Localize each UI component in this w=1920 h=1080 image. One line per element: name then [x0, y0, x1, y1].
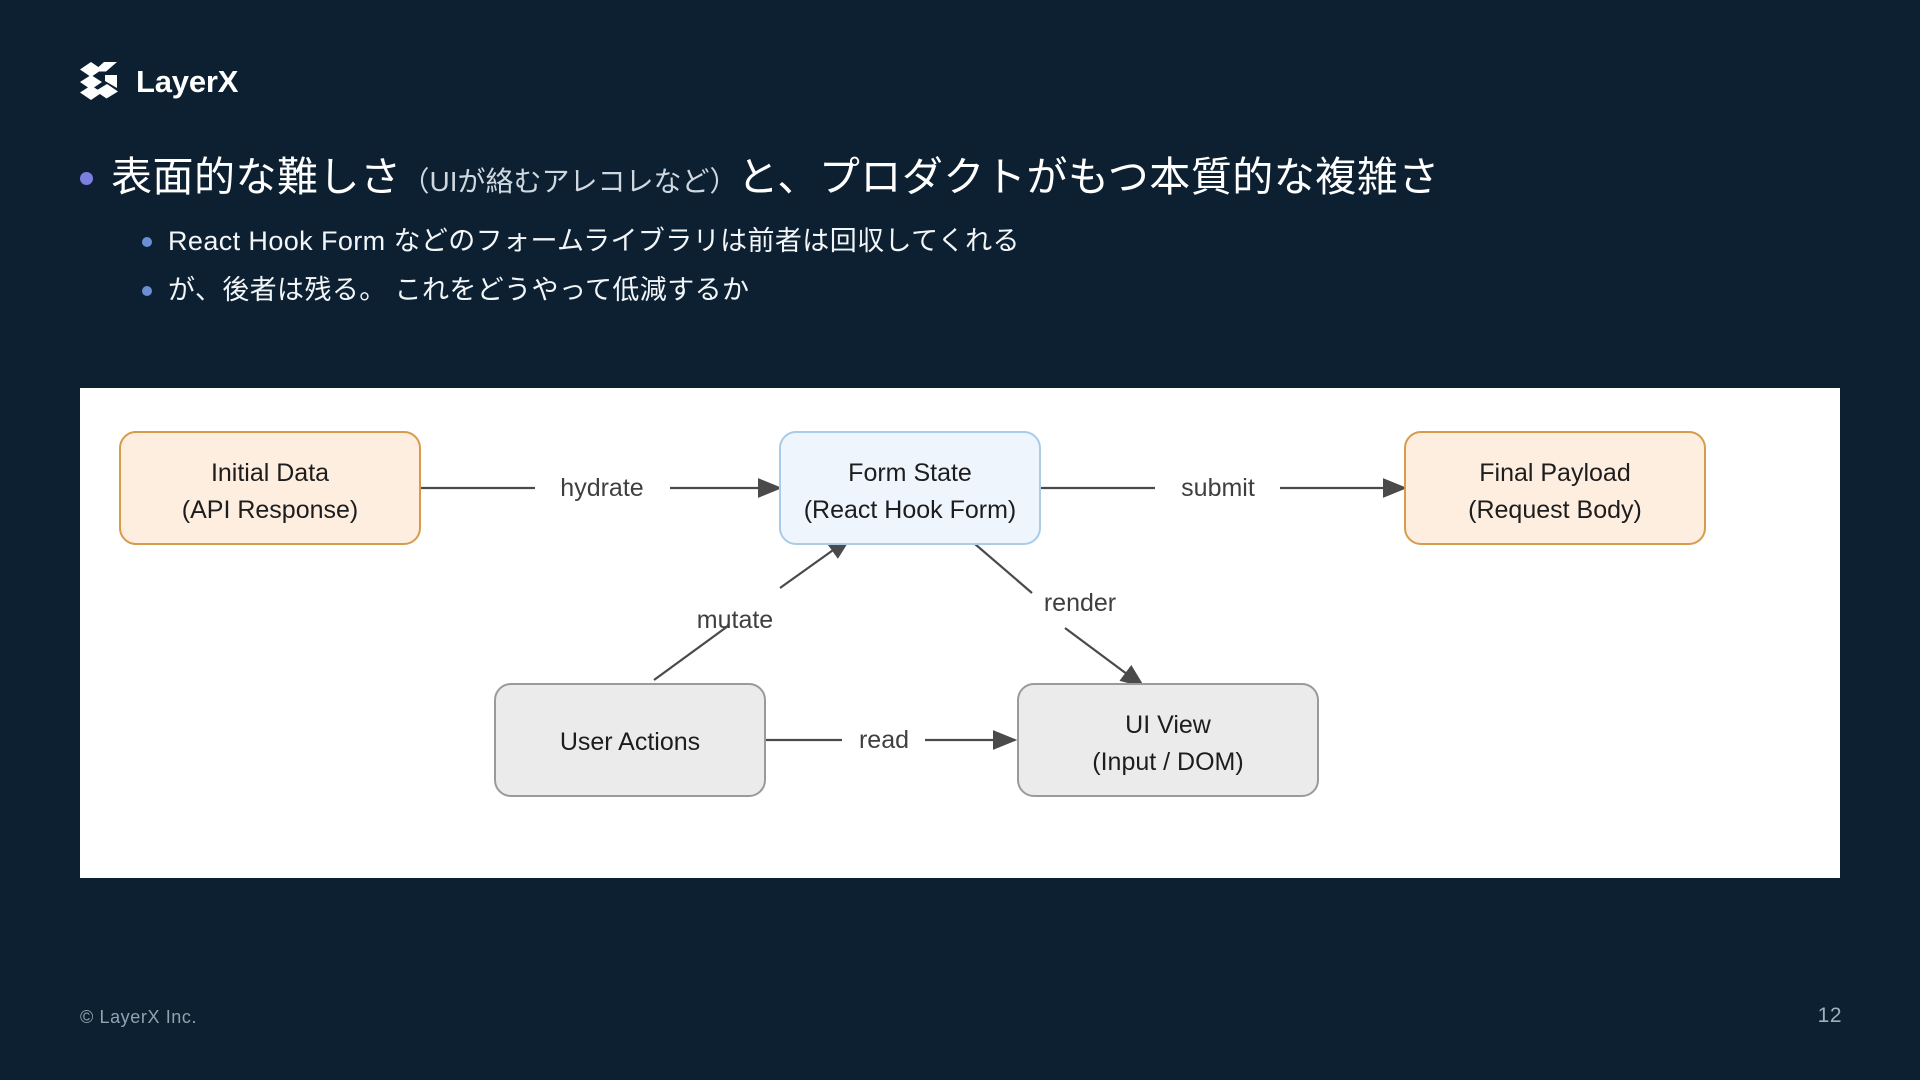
node-final-payload-line1: Final Payload [1479, 459, 1630, 487]
heading-parenthetical: （UIが絡むアレコレなど） [401, 166, 738, 197]
bullet-level1: 表面的な難しさ（UIが絡むアレコレなど）と、プロダクトがもつ本質的な複雑さ [80, 150, 1840, 205]
edge-label-read: read [859, 726, 909, 754]
edge-label-mutate: mutate [697, 606, 773, 634]
bullet-dot-icon [142, 285, 152, 296]
node-initial-data-line1: Initial Data [211, 459, 329, 487]
sub-bullet-text: React Hook Form などのフォームライブラリは前者は回収してくれる [168, 226, 1020, 257]
heading-tail: と、プロダクトがもつ本質的な複雑さ [737, 154, 1440, 200]
node-ui-view[interactable]: UI View (Input / DOM) [1017, 683, 1319, 797]
edge-label-hydrate: hydrate [560, 474, 643, 502]
brand-name: LayerX [136, 63, 239, 99]
node-initial-data-line2: (API Response) [182, 496, 358, 524]
edge-render: render [967, 537, 1145, 688]
node-form-state-line1: Form State [848, 459, 972, 487]
bullet-level2: が、後者は残る。 これをどうやって低減するか [142, 270, 1840, 311]
layerx-x-mark-icon [80, 62, 118, 100]
bullet-dot-icon [80, 172, 93, 185]
node-form-state-line2: (React Hook Form) [804, 496, 1017, 524]
heading-main: 表面的な難しさ [111, 154, 402, 200]
node-form-state[interactable]: Form State (React Hook Form) [779, 431, 1041, 545]
edge-read: read [765, 726, 1018, 754]
heading-line: 表面的な難しさ（UIが絡むアレコレなど）と、プロダクトがもつ本質的な複雑さ [111, 150, 1440, 205]
footer-copyright: © LayerX Inc. [80, 1007, 198, 1027]
node-initial-data[interactable]: Initial Data (API Response) [119, 431, 421, 545]
edge-hydrate: hydrate [418, 474, 783, 502]
diagram-panel: hydrate submit mutate render read [80, 388, 1840, 878]
node-user-actions-line1: User Actions [560, 728, 700, 756]
edge-submit: submit [1040, 474, 1408, 502]
node-ui-view-line2: (Input / DOM) [1092, 748, 1243, 776]
edge-label-render: render [1044, 589, 1116, 617]
node-user-actions[interactable]: User Actions [494, 683, 766, 797]
node-ui-view-line1: UI View [1125, 711, 1212, 739]
bullet-level2: React Hook Form などのフォームライブラリは前者は回収してくれる [142, 221, 1840, 262]
node-final-payload[interactable]: Final Payload (Request Body) [1404, 431, 1706, 545]
sub-bullet-text: が、後者は残る。 これをどうやって低減するか [168, 274, 750, 305]
bullet-dot-icon [142, 237, 152, 248]
brand-logo: LayerX [80, 62, 238, 100]
flowchart-diagram: hydrate submit mutate render read [119, 431, 1706, 797]
edge-mutate: mutate [653, 536, 852, 681]
node-final-payload-line2: (Request Body) [1468, 496, 1642, 524]
footer-page-number: 12 [1817, 1004, 1842, 1027]
sub-bullet-list: React Hook Form などのフォームライブラリは前者は回収してくれる … [142, 221, 1840, 310]
bullet-list: 表面的な難しさ（UIが絡むアレコレなど）と、プロダクトがもつ本質的な複雑さ Re… [80, 150, 1840, 318]
edge-label-submit: submit [1181, 474, 1255, 502]
